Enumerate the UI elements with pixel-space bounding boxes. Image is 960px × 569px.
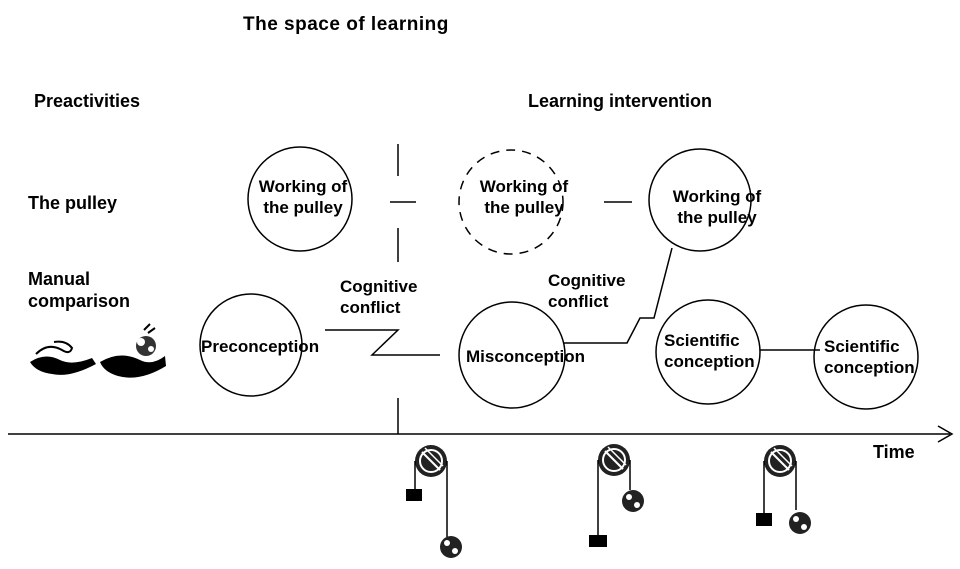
scientific-conception-circle-2 [813,304,919,410]
working-pulley-circle-1 [247,146,353,252]
node-working-pulley-3: Working of the pulley [672,187,762,227]
node-scientific-conception-1: Scientific conception [664,331,755,371]
misconception-circle [458,301,566,409]
working-pulley-circle-2-dashed [458,149,564,255]
node-preconception: Preconception [201,337,320,356]
label-cognitive-conflict-1: Cognitive conflict [340,277,418,317]
cognitive-conflict-zigzag-1 [325,329,440,356]
node-scientific-conception-2: Scientific conception [824,337,915,377]
node-working-pulley-1: Working of the pulley [258,177,348,217]
section-label-preactivities: Preactivities [34,91,141,111]
pulley-illustration-1 [406,445,462,558]
preconception-circle [199,293,303,397]
section-label-learning-intervention: Learning intervention [528,91,713,111]
node-working-pulley-2: Working of the pulley [479,177,569,217]
row-label-manual-comparison: Manual comparison [28,269,131,311]
node-misconception: Misconception [466,347,586,366]
manual-comparison-illustration [30,323,166,378]
scientific-conception-circle-1 [655,299,761,405]
pulley-illustration-2 [589,444,644,547]
cognitive-conflict-zigzag-2 [564,247,673,344]
time-axis-arrowhead [937,425,954,443]
label-cognitive-conflict-2: Cognitive conflict [548,271,626,311]
working-pulley-circle-3 [648,148,752,252]
pulley-illustration-3 [756,445,811,534]
diagram-title: The space of learning [243,14,449,35]
row-label-pulley: The pulley [28,193,118,213]
axis-label-time: Time [873,442,915,462]
